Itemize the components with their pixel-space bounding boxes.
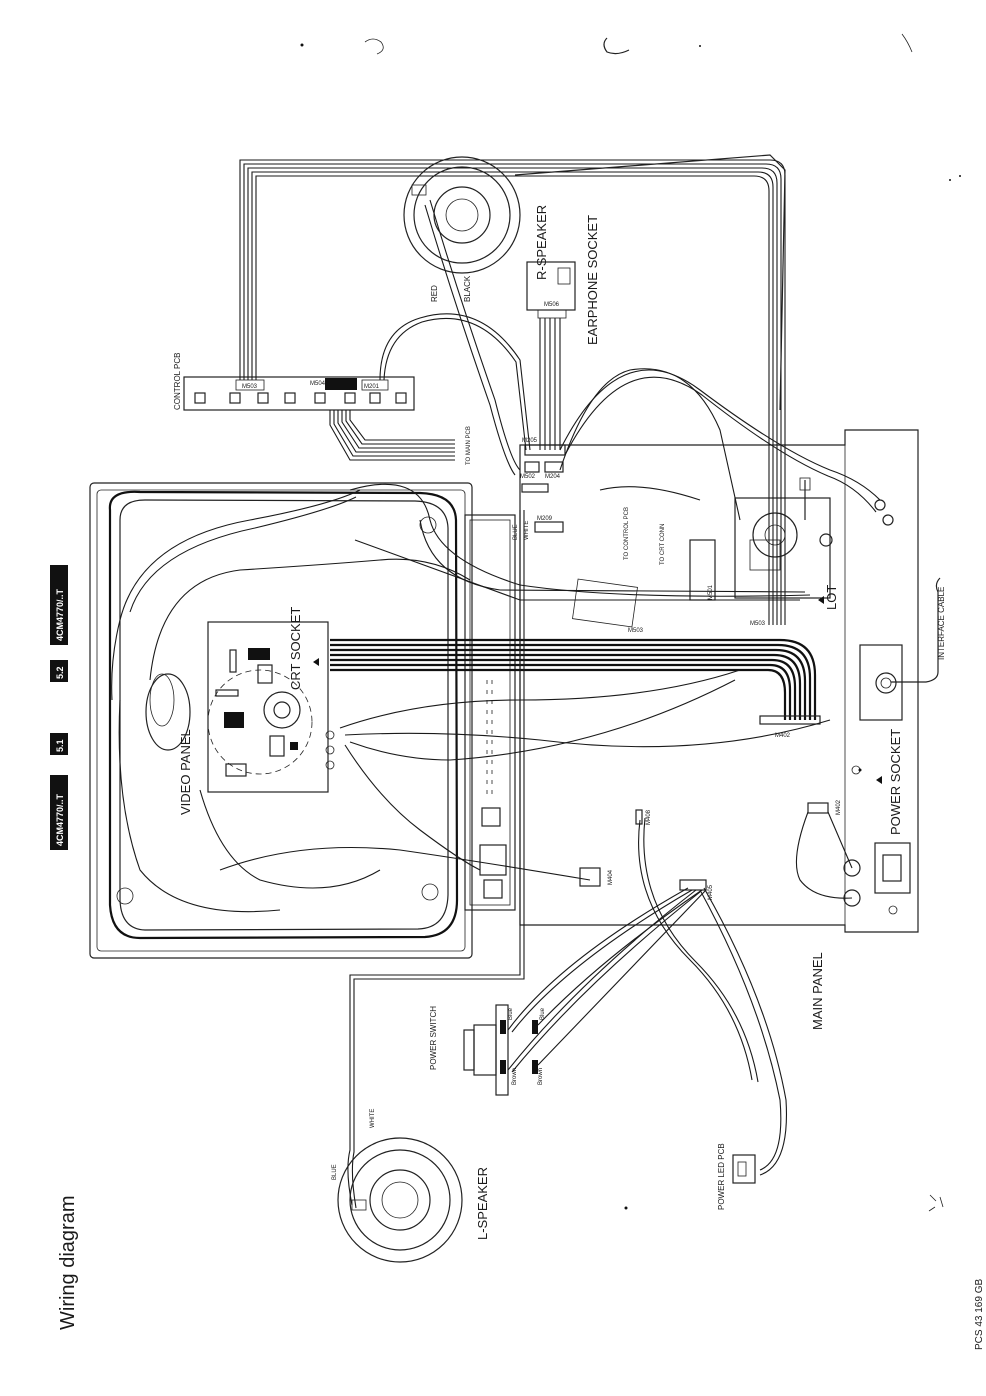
to-control-pcb-note: TO CONTROL PCB bbox=[624, 507, 630, 560]
r-speaker bbox=[403, 156, 521, 274]
earphone-socket bbox=[526, 261, 576, 319]
crt-chassis bbox=[89, 482, 473, 959]
m408-label: M408 bbox=[646, 809, 652, 825]
warning-icon bbox=[876, 776, 882, 784]
white-wire-top: WHITE bbox=[524, 521, 530, 540]
power-switch-label: POWER SWITCH bbox=[429, 1006, 438, 1070]
header-tags: 4CM4770/..T 5.1 5.2 4CM4770/..T bbox=[50, 565, 68, 850]
m506-label: M506 bbox=[544, 302, 560, 308]
tag-2 bbox=[50, 733, 68, 755]
control-pcb bbox=[183, 376, 415, 411]
l-speaker-wires bbox=[347, 510, 525, 1209]
switch-wires bbox=[507, 817, 788, 1176]
m503-main-label: M503 bbox=[628, 628, 644, 634]
tag-4-text: 4CM4770/..T bbox=[55, 588, 65, 641]
blue-switch-2: Blue bbox=[540, 1007, 546, 1020]
power-switch bbox=[463, 1004, 538, 1096]
loose-wires bbox=[111, 199, 881, 913]
m405-label: M405 bbox=[708, 884, 714, 900]
tag-4 bbox=[50, 565, 68, 645]
red-wire-label: RED bbox=[430, 285, 439, 302]
power-led-pcb bbox=[732, 1154, 756, 1184]
main-harness bbox=[330, 638, 821, 725]
m404-label: M404 bbox=[608, 869, 614, 885]
earphone-ribbon bbox=[539, 318, 561, 450]
page-title: Wiring diagram bbox=[57, 1196, 79, 1330]
power-led-pcb-label: POWER LED PCB bbox=[717, 1143, 726, 1210]
brown-switch-2: Brown bbox=[538, 1068, 544, 1085]
white-wire-lspk: WHITE bbox=[370, 1109, 376, 1128]
video-panel-pcb bbox=[207, 621, 335, 793]
blue-wire-top: BLUE bbox=[513, 524, 519, 540]
lot-label: LOT bbox=[824, 585, 839, 610]
m209-label: M209 bbox=[537, 516, 553, 522]
brown-switch-1: Brown bbox=[512, 1068, 518, 1085]
m502-label: M502 bbox=[520, 474, 536, 480]
footer-code: PCS 43 169 GB bbox=[974, 1279, 985, 1350]
lot-component bbox=[734, 477, 833, 599]
power-socket-label: POWER SOCKET bbox=[888, 729, 903, 835]
m504-label: M504 bbox=[310, 381, 326, 387]
l-speaker-label: L-SPEAKER bbox=[475, 1167, 490, 1240]
front-strip bbox=[464, 514, 516, 911]
m201-label: M201 bbox=[364, 384, 380, 390]
m501-label: M501 bbox=[708, 584, 714, 600]
black-wire-label: BLACK bbox=[463, 275, 472, 302]
m503-ctrl-label: M503 bbox=[242, 384, 258, 390]
main-panel bbox=[519, 429, 919, 933]
blue-switch-1: Blue bbox=[508, 1007, 514, 1020]
tag-1 bbox=[50, 775, 68, 850]
crt-socket-label: CRT SOCKET bbox=[288, 607, 303, 690]
ring-wires bbox=[239, 154, 786, 625]
r-speaker-label: R-SPEAKER bbox=[534, 205, 549, 280]
earphone-socket-label: EARPHONE SOCKET bbox=[585, 215, 600, 345]
m205-label: M205 bbox=[522, 438, 538, 444]
m503-lot-label: M503 bbox=[750, 621, 766, 627]
video-panel-label: VIDEO PANEL bbox=[178, 729, 193, 815]
main-connectors-bottom bbox=[579, 802, 829, 891]
to-main-pcb-note: TO MAIN PCB bbox=[466, 426, 472, 465]
warning-icon bbox=[818, 596, 824, 604]
control-ribbon bbox=[329, 410, 455, 461]
control-pcb-label: CONTROL PCB bbox=[173, 353, 182, 411]
tag-3 bbox=[50, 660, 68, 682]
warning-icon bbox=[313, 658, 319, 666]
interface-cable-label: INTERFACE CABLE bbox=[937, 587, 946, 660]
scan-artifacts bbox=[300, 33, 961, 1212]
l-speaker bbox=[337, 1137, 463, 1263]
m204-label: M204 bbox=[545, 474, 561, 480]
m402-label: M402 bbox=[775, 733, 791, 739]
to-crt-conn-note: TO CRT CONN bbox=[660, 524, 666, 565]
tag-1-text: 4CM4770/..T bbox=[55, 793, 65, 846]
tag-3-text: 5.2 bbox=[55, 666, 65, 679]
tag-2-text: 5.1 bbox=[55, 739, 65, 752]
m402b-label: M402 bbox=[836, 799, 842, 815]
main-panel-label: MAIN PANEL bbox=[810, 952, 825, 1030]
blue-wire-lspk: BLUE bbox=[332, 1164, 338, 1180]
